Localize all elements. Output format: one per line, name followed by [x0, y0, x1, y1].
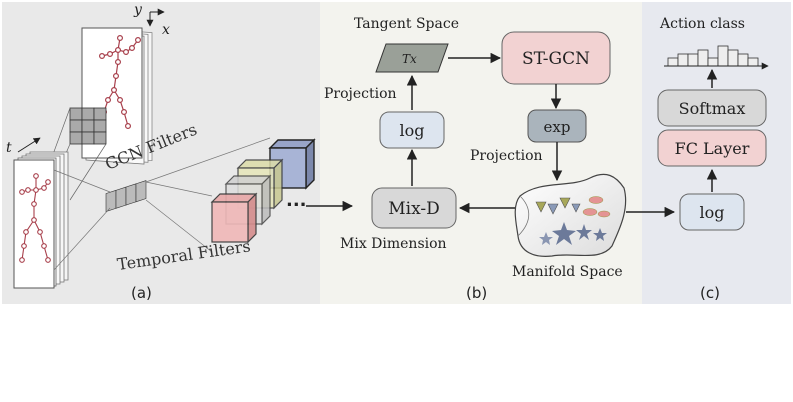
histogram-bar	[717, 45, 729, 67]
manifold-ellipse-1	[588, 196, 604, 204]
histogram-bar	[697, 49, 709, 67]
softmax-label: Softmax	[679, 99, 746, 118]
manifold-star-3	[593, 228, 607, 241]
manifold-ellipse-3	[597, 210, 611, 218]
axis-y-label: y	[133, 2, 143, 18]
log-box-b: log	[379, 111, 445, 149]
histogram-bar	[727, 49, 739, 67]
tangent-plane: Tx	[375, 43, 449, 73]
log-label-b: log	[400, 121, 425, 140]
histogram-bar	[707, 57, 719, 67]
histogram-bar	[747, 57, 759, 67]
action-class-label: Action class	[659, 16, 745, 32]
exp-box: exp	[527, 109, 587, 143]
manifold-star-4	[539, 232, 553, 245]
manifold-space-label: Manifold Space	[512, 264, 623, 280]
manifold-surface	[514, 173, 627, 257]
tx-label: Tx	[402, 52, 417, 66]
cube-dots: ...	[286, 190, 307, 211]
manifold-triangle-4	[571, 203, 581, 213]
histogram-bar	[667, 57, 679, 67]
caption-c: (c)	[700, 284, 720, 302]
fc-layer-box: FC Layer	[657, 129, 767, 167]
panel-a: y x GCN Filters	[6, 2, 316, 302]
mix-dimension-label: Mix Dimension	[340, 236, 447, 252]
panel-b: Tangent Space Tx ST-GCN Projection log e…	[324, 16, 627, 302]
temporal-filter-strip	[105, 180, 147, 212]
manifold-star-1	[552, 222, 576, 245]
manifold-star-2	[576, 224, 592, 240]
axis-t-label: t	[6, 140, 12, 156]
gcn-filter-grid	[69, 107, 107, 145]
manifold-ellipse-2	[582, 208, 598, 216]
temporal-projection-lines	[53, 137, 271, 271]
fc-layer-label: FC Layer	[675, 139, 750, 158]
exp-label: exp	[544, 118, 571, 136]
softmax-box: Softmax	[657, 89, 767, 127]
projection-top-label: Projection	[324, 86, 397, 102]
caption-b: (b)	[466, 284, 487, 302]
action-histogram	[667, 45, 759, 67]
axis-x-label: x	[162, 22, 170, 38]
projection-right-label: Projection	[470, 148, 543, 164]
st-gcn-label: ST-GCN	[522, 49, 590, 69]
mix-d-box: Mix-D	[371, 187, 457, 229]
histogram-bar	[687, 53, 699, 67]
st-gcn-box: ST-GCN	[501, 31, 611, 85]
caption-a: (a)	[131, 284, 152, 302]
tangent-space-label: Tangent Space	[354, 16, 459, 32]
skeleton-lower	[19, 173, 51, 263]
t-axis-arrow	[17, 137, 41, 153]
mix-d-label: Mix-D	[388, 199, 440, 219]
histogram-bar	[737, 53, 749, 67]
panel-c: Action class Softmax FC Layer log (c)	[657, 16, 769, 302]
xy-axis	[146, 8, 165, 27]
filter-cube-red	[210, 192, 258, 244]
log-label-c: log	[700, 203, 725, 222]
manifold-triangle-2	[547, 203, 559, 215]
histogram-bar	[677, 53, 689, 67]
manifold-triangle-3	[559, 197, 571, 209]
log-box-c: log	[679, 193, 745, 231]
manifold-triangle-1	[535, 201, 547, 213]
